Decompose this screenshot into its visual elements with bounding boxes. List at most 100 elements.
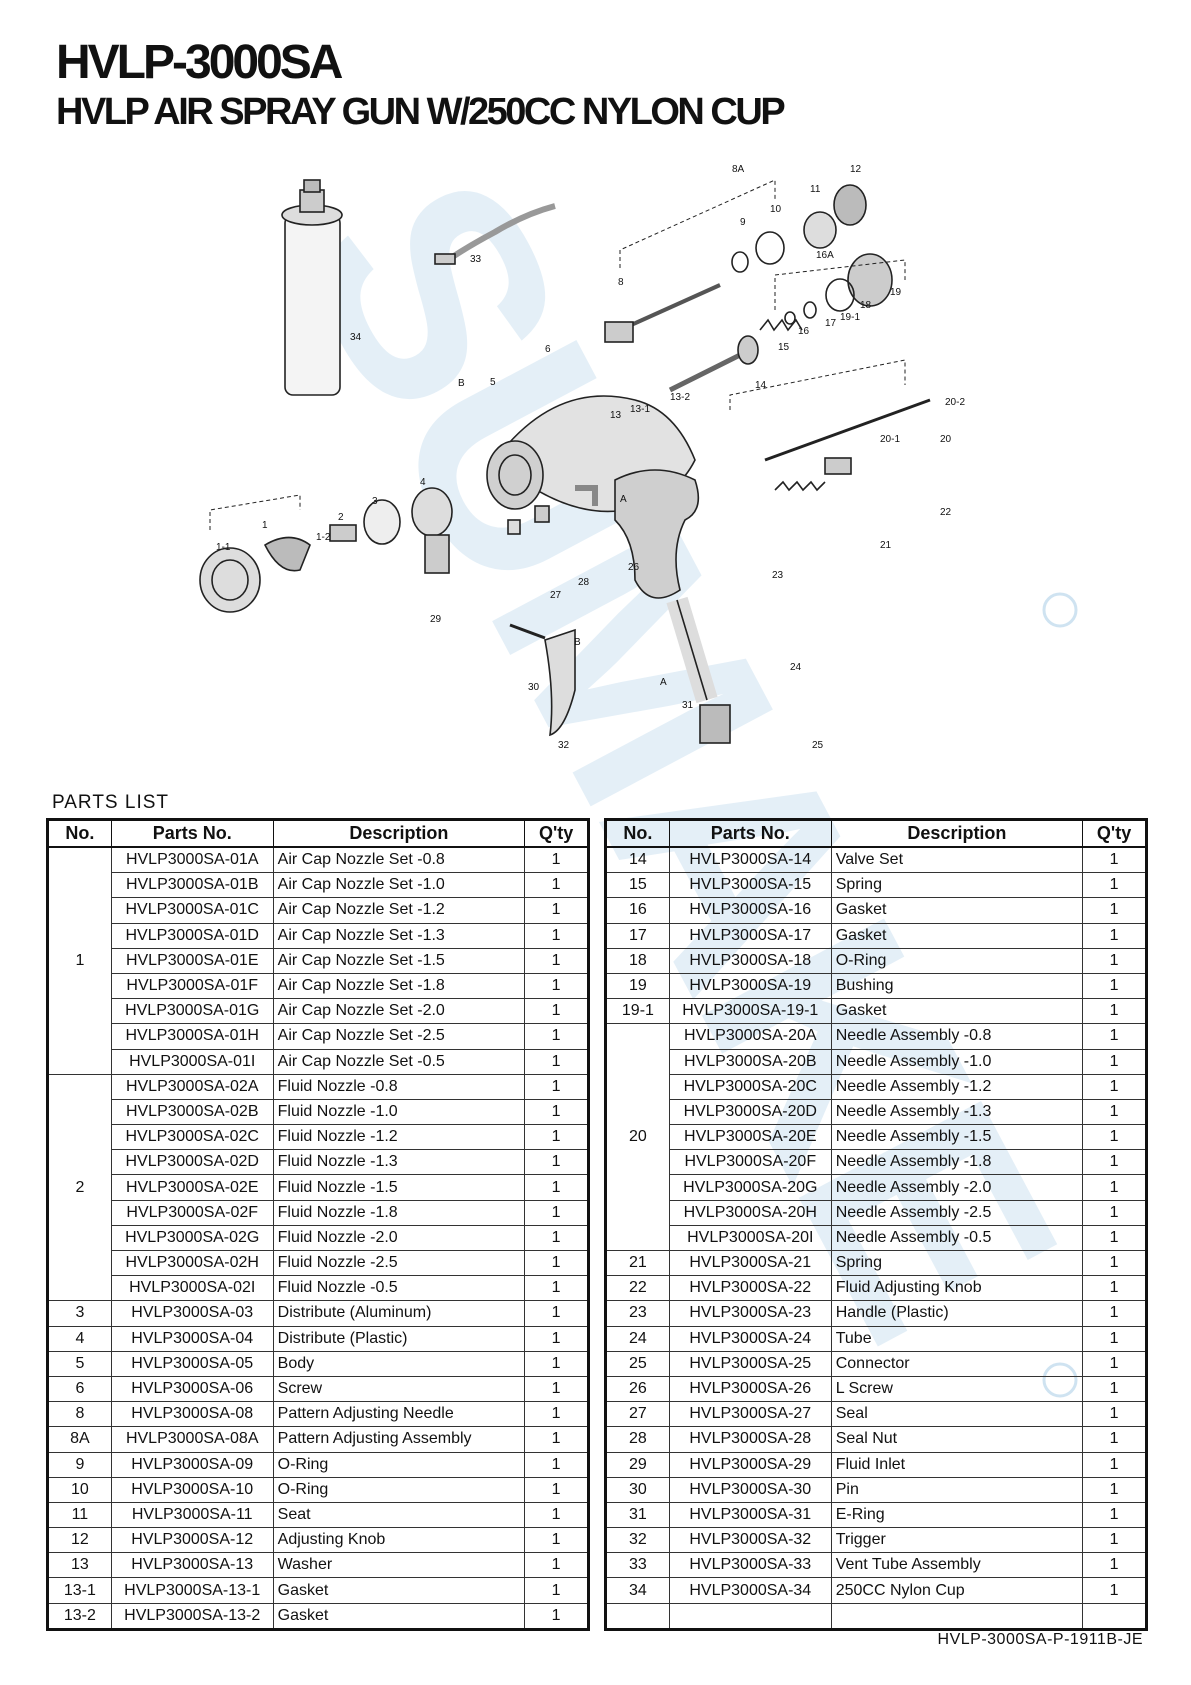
callout-label: 3 [372, 496, 378, 507]
cell-qty: 1 [524, 1199, 589, 1226]
cell-qty: 1 [1082, 1023, 1147, 1050]
cell-part-number: HVLP3000SA-31 [668, 1501, 832, 1529]
cell-no: 14 [605, 846, 670, 874]
cell-part-number: HVLP3000SA-20H [668, 1199, 832, 1226]
cell-no: 11 [47, 1501, 112, 1529]
callout-label: 20-2 [945, 397, 965, 408]
cell-qty: 1 [1082, 1224, 1147, 1252]
cell-description: Spring [830, 872, 1084, 899]
callout-label: 8 [618, 277, 624, 288]
cell-part-number: HVLP3000SA-01G [110, 998, 274, 1025]
cell-no: 6 [47, 1375, 112, 1403]
cell-qty: 1 [524, 1300, 589, 1327]
cell-description: Distribute (Plastic) [272, 1325, 526, 1352]
l-screw-part [575, 485, 598, 506]
cell-qty: 1 [524, 922, 589, 949]
cell-qty: 1 [524, 1073, 589, 1100]
cell-qty: 1 [1082, 1325, 1147, 1352]
col-header-part: Parts No. [668, 819, 832, 848]
cell-no: 26 [605, 1375, 670, 1403]
cell-part-number: HVLP3000SA-08 [110, 1401, 274, 1428]
cell-qty: 1 [1082, 1577, 1147, 1604]
cell-part-number: HVLP3000SA-02C [110, 1124, 274, 1151]
cell-qty: 1 [1082, 1426, 1147, 1453]
cell-qty: 1 [1082, 1098, 1147, 1126]
cell-part-number: HVLP3000SA-01I [110, 1048, 274, 1075]
callout-label: 16 [798, 326, 810, 337]
cell-description: Fluid Nozzle -2.0 [272, 1224, 526, 1252]
cell-no: 8A [47, 1426, 112, 1453]
cell-part-number: HVLP3000SA-10 [110, 1476, 274, 1503]
cell-part-number: HVLP3000SA-04 [110, 1325, 274, 1352]
cell-description: Fluid Nozzle -1.5 [272, 1174, 526, 1201]
distribute-part [411, 487, 453, 537]
cell-part-number: HVLP3000SA-13-2 [110, 1602, 274, 1630]
callout-label: 31 [682, 700, 694, 711]
cell-part-number: HVLP3000SA-05 [110, 1350, 274, 1377]
cell-description: Gasket [830, 998, 1084, 1025]
callout-label: 1-1 [216, 542, 231, 553]
cell-description: Tube [830, 1325, 1084, 1352]
cell-no: 22 [605, 1275, 670, 1302]
cell-description: Adjusting Knob [272, 1527, 526, 1554]
cell-description: E-Ring [830, 1501, 1084, 1529]
cell-description: Air Cap Nozzle Set -2.5 [272, 1023, 526, 1050]
fluid-inlet-part [424, 534, 450, 574]
cell-description: Needle Assembly -2.0 [830, 1174, 1084, 1201]
cell-part-number: HVLP3000SA-30 [668, 1476, 832, 1503]
cell-description: Needle Assembly -0.5 [830, 1224, 1084, 1252]
cell-no: 31 [605, 1501, 670, 1529]
cell-no: 16 [605, 897, 670, 924]
cell-part-number: HVLP3000SA-20B [668, 1048, 832, 1075]
cell-no: 15 [605, 872, 670, 899]
cell-description: Fluid Inlet [830, 1451, 1084, 1478]
cell-part-number: HVLP3000SA-02G [110, 1224, 274, 1252]
cell-description: Fluid Nozzle -0.8 [272, 1073, 526, 1100]
cell-no: 17 [605, 922, 670, 949]
cell-no: 25 [605, 1350, 670, 1377]
cell-qty: 1 [524, 1476, 589, 1503]
cell-qty: 1 [524, 1098, 589, 1126]
cell-no: 13-1 [47, 1577, 112, 1604]
cell-part-number: HVLP3000SA-01B [110, 872, 274, 899]
air-cap-part [199, 547, 261, 613]
cell-part-number: HVLP3000SA-11 [110, 1501, 274, 1529]
cell-description: Air Cap Nozzle Set -1.3 [272, 922, 526, 949]
cell-no [605, 1602, 670, 1630]
page-subtitle: HVLP AIR SPRAY GUN W/250CC NYLON CUP [56, 91, 786, 133]
cell-part-number: HVLP3000SA-34 [668, 1577, 832, 1604]
cell-part-number: HVLP3000SA-18 [668, 947, 832, 974]
cell-no: 10 [47, 1476, 112, 1503]
col-header-desc: Description [272, 819, 526, 848]
cell-description: Pattern Adjusting Needle [272, 1401, 526, 1428]
cell-no: 30 [605, 1476, 670, 1503]
cell-part-number [668, 1602, 832, 1630]
cell-part-number: HVLP3000SA-01H [110, 1023, 274, 1050]
callout-label: 11 [810, 184, 821, 195]
callout-label: 17 [825, 318, 837, 329]
cell-part-number: HVLP3000SA-20E [668, 1124, 832, 1151]
cell-qty: 1 [524, 1527, 589, 1554]
fluid-nozzle-part [329, 524, 357, 542]
